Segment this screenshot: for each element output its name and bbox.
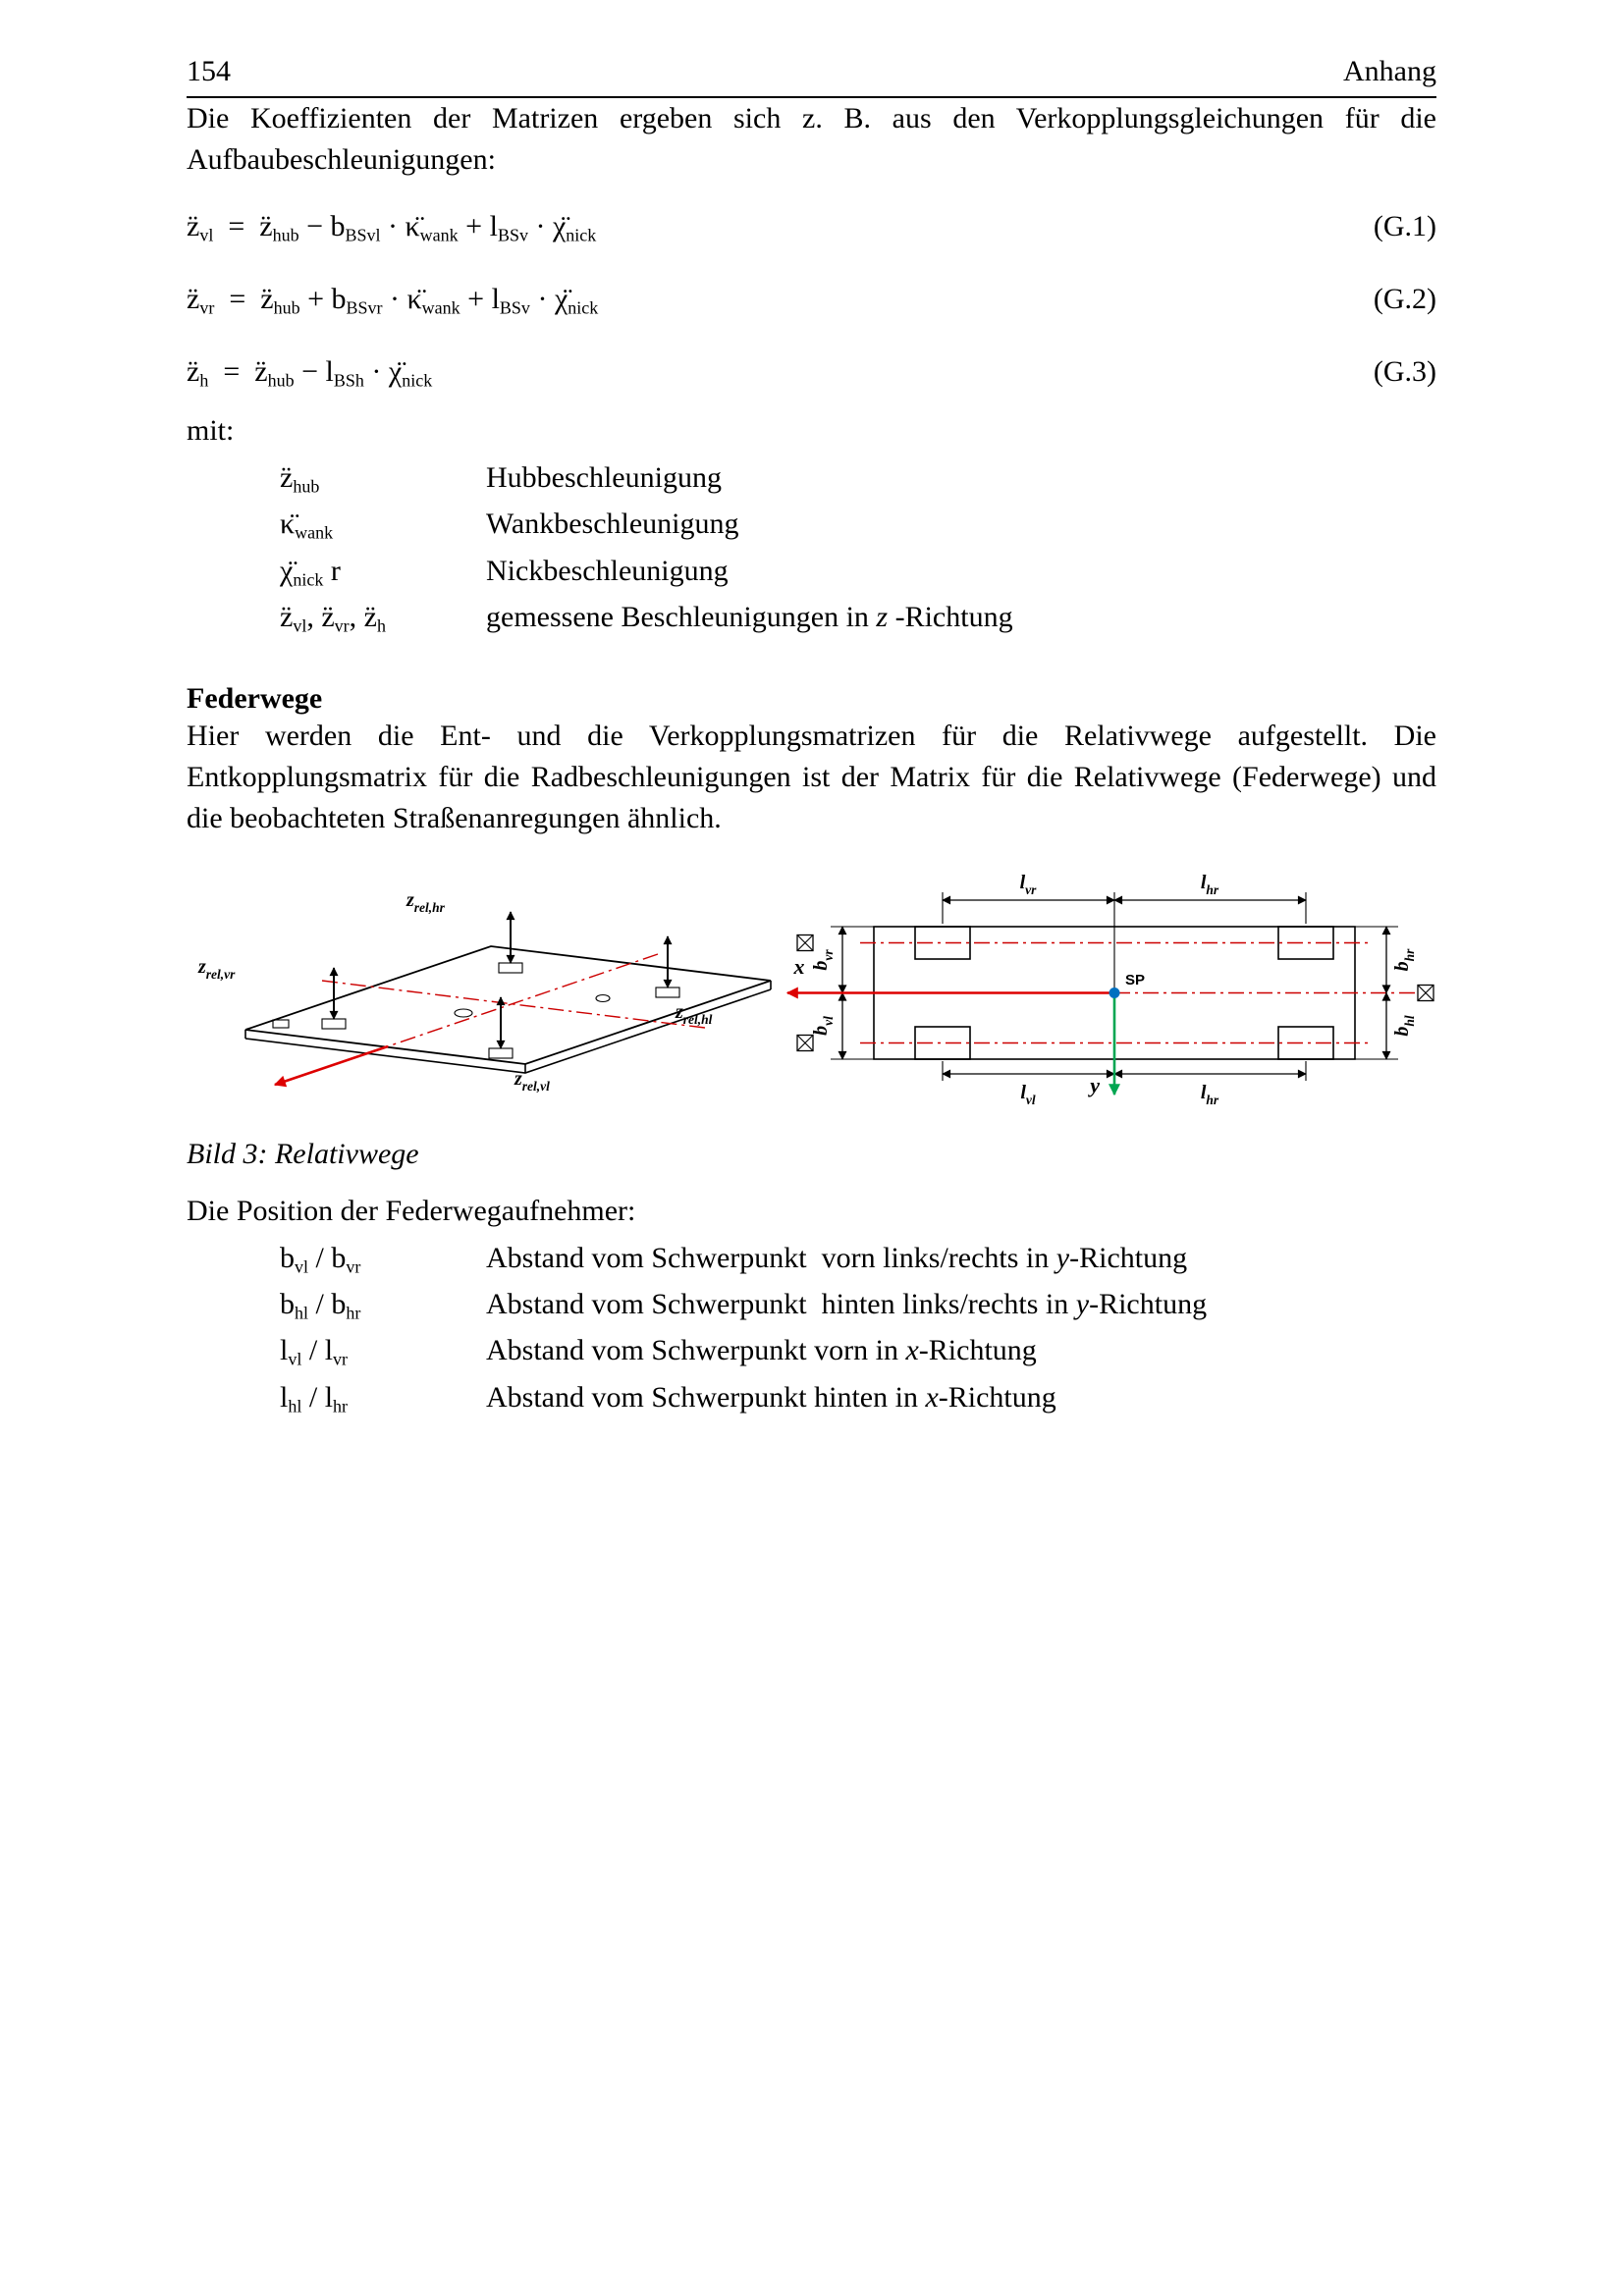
sensor-box-icon	[796, 934, 814, 951]
dim-label-l-vr: lvr	[1020, 873, 1038, 897]
sp-label: SP	[1125, 972, 1145, 988]
definition-row: z̈hub Hubbeschleunigung	[187, 461, 1436, 497]
definition-description: Wankbeschleunigung	[486, 507, 739, 541]
wheel-boxes	[914, 925, 1334, 1060]
definition-row: z̈vl, z̈vr, z̈h gemessene Beschleunigung…	[187, 601, 1436, 636]
rel-label-vl: zrel,vl	[514, 1068, 550, 1094]
equation-label: (G.1)	[1373, 210, 1436, 242]
equation-row-g3: z̈h = z̈hub − lBSh · χ̈nick (G.3)	[187, 355, 1436, 399]
section-title: Anhang	[1343, 55, 1436, 87]
dimension-right: bhr bhl	[1355, 925, 1434, 1060]
equation-expression: z̈h = z̈hub − lBSh · χ̈nick	[187, 355, 433, 391]
definition-description: Hubbeschleunigung	[486, 461, 722, 494]
rel-label-hl: zrel,hl	[675, 1001, 713, 1027]
page-number: 154	[187, 55, 231, 87]
federwege-heading: Federwege	[187, 681, 323, 715]
position-intro: Die Position der Federwegaufnehmer:	[187, 1194, 636, 1227]
sp-dot	[1109, 987, 1120, 998]
dim-label-b-vr: bvr	[810, 948, 836, 970]
dim-label-b-hr: bhr	[1391, 947, 1417, 971]
position-definition-list: bvl / bvr Abstand vom Schwerpunkt vorn l…	[187, 1242, 1436, 1417]
dim-label-l-hr-top: lhr	[1201, 873, 1219, 897]
x-direction-arrow-left	[273, 1044, 389, 1087]
definition-term: κ̈wank	[280, 507, 334, 543]
definition-term: bhl / bhr	[280, 1287, 361, 1323]
definition-term: z̈vl, z̈vr, z̈h	[280, 601, 386, 636]
sensor-box-icon	[1417, 984, 1434, 1001]
figure-caption: Bild 3: Relativwege	[187, 1137, 419, 1170]
plate-centerline-longitudinal	[387, 952, 659, 1047]
federwege-paragraph: Hier werden die Ent- und die Verkopplung…	[187, 719, 1436, 834]
plate-thickness	[244, 980, 772, 1074]
definition-row: lhl / lhr Abstand vom Schwerpunkt hinten…	[187, 1381, 1436, 1416]
definition-description: Abstand vom Schwerpunkt hinten in x-Rich…	[486, 1380, 1056, 1414]
figure-relativwege: zrel,hr zrel,vr zrel,hl zrel,vl	[187, 873, 1436, 1108]
dim-label-l-hr-bottom: lhr	[1201, 1082, 1219, 1107]
dim-label-b-hl: bhl	[1391, 1015, 1417, 1037]
definition-description: Abstand vom Schwerpunkt vorn links/recht…	[486, 1241, 1188, 1274]
definition-row: bhl / bhr Abstand vom Schwerpunkt hinten…	[187, 1288, 1436, 1323]
left-diagram: zrel,hr zrel,vr zrel,hl zrel,vl	[197, 889, 772, 1094]
sensor-box-icon	[796, 1034, 814, 1051]
definition-row: bvl / bvr Abstand vom Schwerpunkt vorn l…	[187, 1242, 1436, 1277]
definition-description: Abstand vom Schwerpunkt hinten links/rec…	[486, 1287, 1208, 1320]
rel-label-vr: zrel,vr	[197, 956, 236, 982]
x-axis-label: x	[793, 954, 805, 979]
plate-outline	[244, 944, 772, 1065]
definition-row: χ̈nick r Nickbeschleunigung	[187, 555, 1436, 590]
definition-description: Abstand vom Schwerpunkt vorn in x-Richtu…	[486, 1334, 1037, 1367]
plate-centerline-lateral	[321, 979, 706, 1029]
equation-row-g2: z̈vr = z̈hub + bBSvr · κ̈wank + lBSv · χ…	[187, 283, 1436, 326]
page-header: 154 Anhang	[187, 55, 1436, 98]
definition-description: Nickbeschleunigung	[486, 554, 729, 587]
intro-paragraph: Die Koeffizienten der Matrizen ergeben s…	[187, 102, 1436, 176]
definition-term: χ̈nick r	[280, 554, 341, 590]
equation-label: (G.3)	[1373, 355, 1436, 388]
dimension-top: lvr lhr	[942, 873, 1307, 992]
equation-expression: z̈vr = z̈hub + bBSvr · κ̈wank + lBSv · χ…	[187, 283, 599, 318]
definition-term: z̈hub	[280, 461, 320, 497]
equation-row-g1: z̈vl = z̈hub − bBSvl · κ̈wank + lBSv · χ…	[187, 210, 1436, 253]
mit-label: mit:	[187, 414, 235, 447]
y-axis-label: y	[1087, 1073, 1100, 1097]
dimension-bottom: lvl lhr	[942, 1060, 1307, 1107]
definition-term: bvl / bvr	[280, 1241, 361, 1276]
definition-description: gemessene Beschleunigungen in z -Richtun…	[486, 601, 1013, 634]
symbol-definition-list: z̈hub Hubbeschleunigung κ̈wank Wankbesch…	[187, 461, 1436, 637]
dimension-left: bvr bvl	[796, 925, 874, 1060]
dim-label-b-vl: bvl	[810, 1015, 836, 1035]
equation-label: (G.2)	[1373, 283, 1436, 315]
definition-term: lhl / lhr	[280, 1380, 349, 1416]
equation-expression: z̈vl = z̈hub − bBSvl · κ̈wank + lBSv · χ…	[187, 210, 597, 245]
dim-label-l-vl: lvl	[1020, 1082, 1036, 1107]
right-diagram: lvr lhr lvl lhr	[785, 873, 1434, 1107]
figure-svg: zrel,hr zrel,vr zrel,hl zrel,vl	[197, 873, 1434, 1107]
definition-row: lvl / lvr Abstand vom Schwerpunkt vorn i…	[187, 1334, 1436, 1369]
rel-label-hr: zrel,hr	[406, 889, 446, 915]
definition-term: lvl / lvr	[280, 1334, 349, 1369]
plate-details	[272, 962, 680, 1059]
definition-row: κ̈wank Wankbeschleunigung	[187, 507, 1436, 543]
